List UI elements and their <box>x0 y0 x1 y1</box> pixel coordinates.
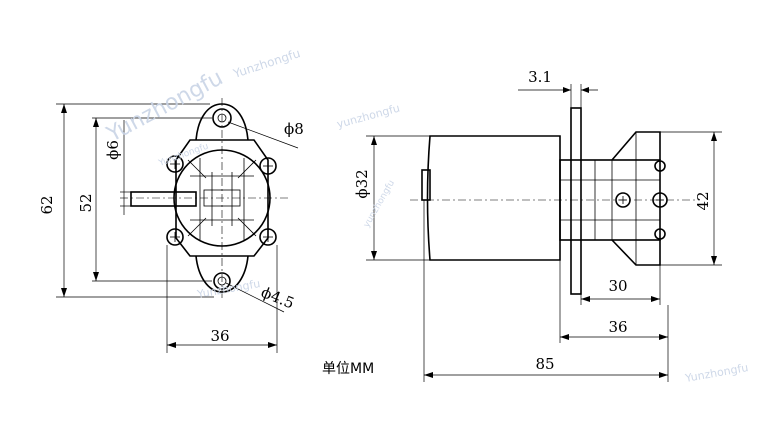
dim-phi8-label: ϕ8 <box>284 120 304 138</box>
motor-body <box>426 135 561 261</box>
screw-bottom-right <box>259 228 277 246</box>
watermark: yunzhongfu <box>335 102 401 131</box>
dim-42-label: 42 <box>694 191 712 210</box>
dim-3-1-label: 3.1 <box>528 68 552 86</box>
dim-52-label: 52 <box>77 193 95 212</box>
dim-85-label: 85 <box>535 355 554 373</box>
leader-phi4-5 <box>225 282 285 313</box>
dim-phi6-label: ϕ6 <box>104 140 122 160</box>
dim-30-label: 30 <box>608 277 627 295</box>
front-view: 62 52 ϕ6 ϕ8 ϕ4.5 36 <box>38 98 304 353</box>
dim-36-front-label: 36 <box>210 327 229 345</box>
bottom-hole <box>213 272 231 290</box>
motor-end-bump <box>421 169 431 201</box>
dim-62-label: 62 <box>38 195 56 214</box>
dim-36-side-label: 36 <box>608 318 627 336</box>
mounting-flange <box>570 107 582 295</box>
dim-phi4-5-label: ϕ4.5 <box>259 283 297 312</box>
side-view: 3.1 ϕ32 42 30 36 85 <box>353 68 722 382</box>
screw-top-right <box>259 157 277 175</box>
watermark: Yunzhongfu <box>102 65 227 147</box>
leader-phi8 <box>227 121 299 149</box>
watermark: Yunzhongfu <box>683 361 749 385</box>
screw-top-left <box>166 155 184 173</box>
screw-bottom-left <box>166 228 184 246</box>
output-shaft <box>130 191 197 207</box>
dim-phi32-label: ϕ32 <box>353 169 371 198</box>
watermark: Yunzhongfu <box>231 46 302 81</box>
unit-note: 单位MM <box>322 361 374 377</box>
